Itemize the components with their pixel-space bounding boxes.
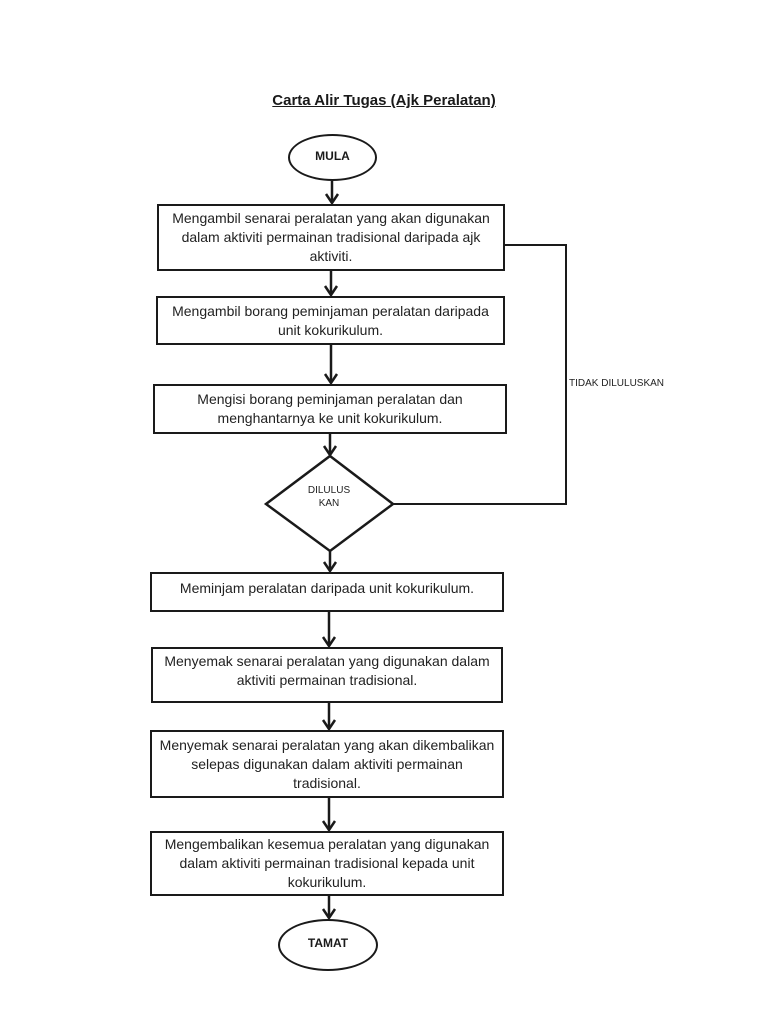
step-text-line: Mengembalikan kesemua peralatan yang dig… (164, 836, 490, 852)
step-text-line: Meminjam peralatan daripada unit kokurik… (179, 579, 475, 596)
step-text-line: aktiviti permainan tradisional. (236, 672, 418, 688)
step-box-2: Mengambil borang peminjaman peralatan da… (156, 296, 505, 345)
decision-text-line: DILULUS (307, 485, 351, 496)
arrow-decision-to-step-4 (322, 551, 338, 574)
arrow-step-4-to-step-5 (321, 612, 337, 649)
step-text-line: Mengambil borang peminjaman peralatan da… (172, 302, 489, 319)
end-terminal: TAMAT (278, 919, 378, 971)
start-label: MULA (315, 148, 350, 163)
step-text-line: Mengambil senarai peralatan yang akan di… (172, 210, 490, 226)
arrow-step-7-to-end (321, 896, 337, 921)
rejected-loop-connector (393, 244, 567, 505)
step-text-line: selepas digunakan dalam aktiviti permain… (191, 755, 463, 772)
step-text-line: Menyemak senarai peralatan yang akan dik… (159, 736, 495, 753)
arrow-step-5-to-step-6 (321, 703, 337, 732)
decision-label: DILULUS KAN (289, 484, 369, 510)
arrow-step-6-to-step-7 (321, 798, 337, 833)
decision-text-line: KAN (318, 498, 340, 509)
step-text-line: Menyemak senarai peralatan yang digunaka… (164, 653, 490, 669)
arrow-step-3-to-decision (322, 434, 338, 458)
end-label: TAMAT (307, 936, 349, 950)
step-box-3: Mengisi borang peminjaman peralatan dan … (153, 384, 507, 434)
arrow-step-1-to-step-2 (323, 271, 339, 298)
step-box-1: Mengambil senarai peralatan yang akan di… (157, 204, 505, 271)
decision-diamond (263, 454, 396, 553)
step-text-line: kokurikulum. (287, 874, 367, 890)
step-text-line: aktiviti. (309, 248, 353, 264)
arrow-step-2-to-step-3 (323, 345, 339, 386)
step-text-line: dalam aktiviti permainan tradisional dar… (181, 229, 481, 245)
rejected-label: TIDAK DILULUSKAN (569, 378, 665, 389)
step-text-line: dalam aktiviti permainan tradisional kep… (179, 855, 475, 871)
step-text-line: tradisional. (293, 774, 361, 791)
step-text-line: unit kokurikulum. (277, 321, 384, 338)
step-box-5: Menyemak senarai peralatan yang digunaka… (151, 647, 503, 703)
step-text-line: menghantarnya ke unit kokurikulum. (217, 410, 443, 426)
step-box-4: Meminjam peralatan daripada unit kokurik… (150, 572, 504, 612)
start-terminal: MULA (288, 134, 377, 181)
step-text-line: Mengisi borang peminjaman peralatan dan (197, 391, 463, 407)
step-box-7: Mengembalikan kesemua peralatan yang dig… (150, 831, 504, 896)
step-box-6: Menyemak senarai peralatan yang akan dik… (150, 730, 504, 798)
arrow-start-to-step-1 (324, 181, 340, 206)
page-title: Carta Alir Tugas (Ajk Peralatan) (272, 92, 496, 109)
